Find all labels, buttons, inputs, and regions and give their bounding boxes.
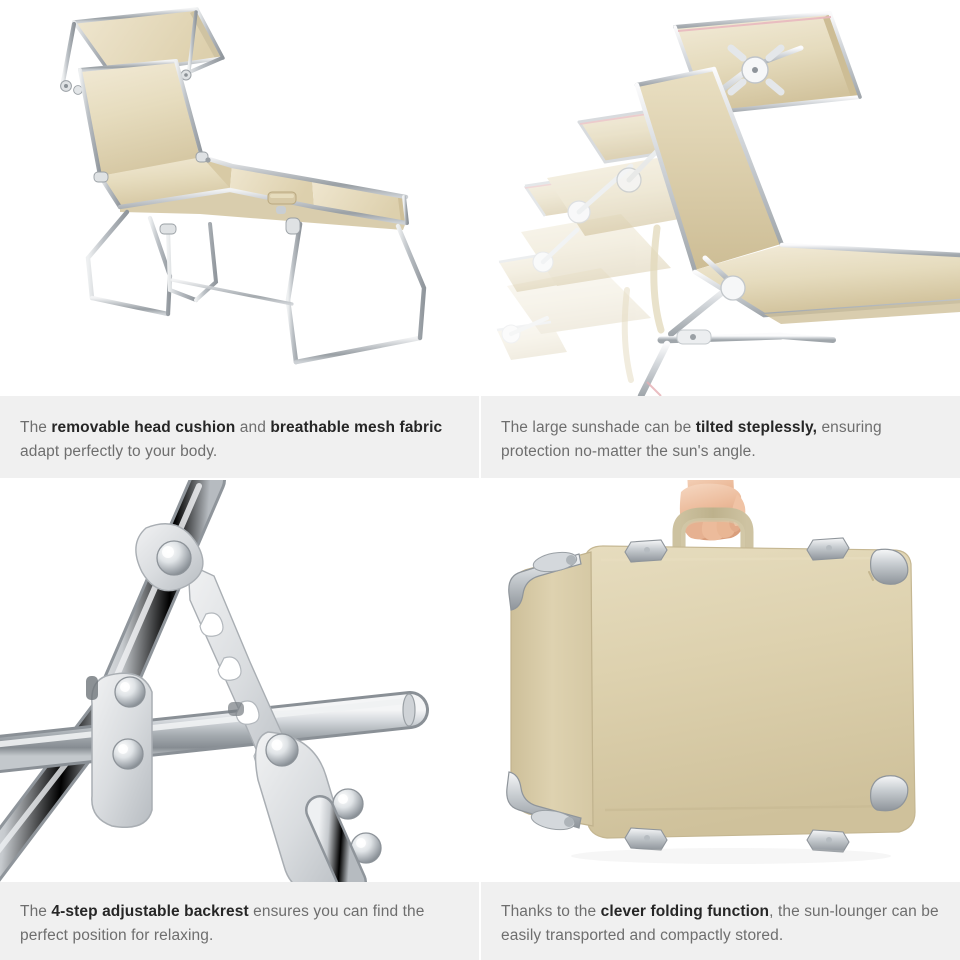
caption-emphasis: breathable mesh fabric — [270, 419, 443, 436]
caption-head-cushion: The removable head cushion and breathabl… — [0, 396, 479, 478]
caption-emphasis: 4-step adjustable backrest — [51, 903, 249, 920]
product-photo-sunshade-tilt — [481, 0, 960, 396]
caption-text: The large sunshade can be — [501, 419, 696, 436]
caption-text: ensuring protection no-matter the sun's … — [501, 419, 882, 461]
caption-text: The — [20, 903, 52, 920]
product-photo-head-cushion — [0, 0, 479, 396]
caption-emphasis: clever folding function — [600, 903, 770, 920]
caption-emphasis: tilted steplessly, — [695, 419, 818, 436]
caption-text: adapt perfectly to your body. — [20, 443, 218, 461]
caption-text: Thanks to the — [501, 903, 601, 920]
caption-text: ensures you can find the perfect positio… — [20, 903, 425, 945]
caption-text: The — [20, 419, 52, 436]
caption-backrest: The 4-step adjustable backrest ensures y… — [0, 882, 479, 960]
caption-sunshade-tilt: The large sunshade can be tilted steples… — [481, 396, 960, 478]
caption-text: , the sun-lounger can be easily transpor… — [501, 903, 939, 945]
caption-text: and — [235, 419, 271, 436]
caption-emphasis: removable head cushion — [51, 419, 236, 436]
product-photo-folding — [481, 480, 960, 882]
caption-folding: Thanks to the clever folding function, t… — [481, 882, 960, 960]
product-photo-backrest-hinge — [0, 480, 479, 882]
vertical-divider — [479, 0, 481, 960]
horizontal-divider — [0, 478, 960, 480]
